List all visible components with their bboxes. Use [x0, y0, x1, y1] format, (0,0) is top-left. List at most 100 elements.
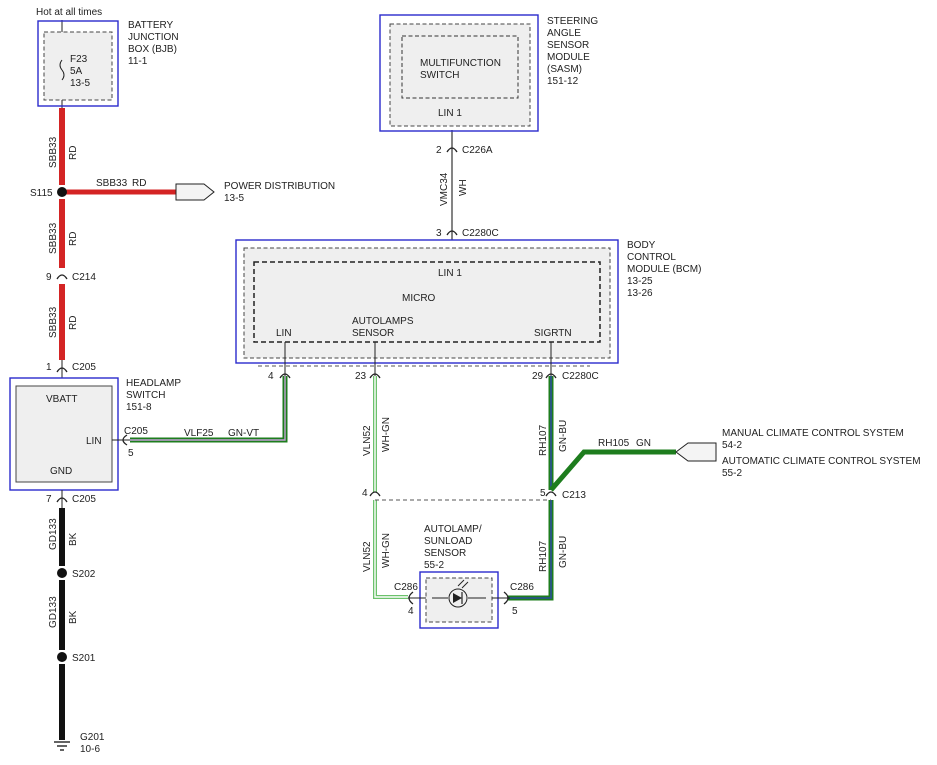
wire-label-rd-1: RD	[68, 146, 79, 160]
connector-c205-gnd-icon	[56, 497, 68, 503]
connector-c205-gnd-pin: 7	[46, 494, 52, 505]
power-distribution-label: POWER DISTRIBUTION	[224, 181, 335, 192]
splice-s201-label: S201	[72, 653, 96, 664]
autolamp-sensor-outline	[419, 571, 499, 629]
wires	[59, 20, 676, 740]
fuse-ref: 13-5	[70, 78, 90, 89]
wire-label-wh-gn-1: WH-GN	[381, 417, 392, 452]
headlamp-switch-label-2: SWITCH	[126, 390, 165, 401]
wire-label-wh-gn-2: WH-GN	[381, 533, 392, 568]
headlamp-switch-pin-gnd: GND	[50, 466, 72, 477]
bcm-pin-lin1: LIN 1	[438, 268, 462, 279]
connector-pin-23: 23	[355, 371, 367, 382]
connector-c286-right-label: C286	[510, 582, 534, 593]
connector-c214-pin: 9	[46, 272, 52, 283]
connector-c286-left-pin: 4	[408, 606, 414, 617]
headlamp-switch-box	[15, 385, 113, 483]
wire-label-wh: WH	[458, 179, 469, 196]
wire-label-gd133-1: GD133	[48, 518, 59, 550]
sasm-label-1: STEERING	[547, 16, 598, 27]
wire-vlf25-inner	[130, 376, 286, 441]
power-distribution-arrow-icon	[175, 183, 215, 201]
sasm-label-5: (SASM)	[547, 64, 582, 75]
bcm-pin-autolamps-1: AUTOLAMPS	[352, 316, 414, 327]
wire-label-bk-2: BK	[68, 610, 79, 624]
connector-c214-icon	[56, 274, 68, 280]
headlamp-switch-pin-vbatt: VBATT	[46, 394, 77, 405]
wire-label-vmc34: VMC34	[439, 172, 450, 206]
wire-label-gd133-2: GD133	[48, 596, 59, 628]
power-distribution-ref: 13-5	[224, 193, 244, 204]
multifunction-switch-box	[401, 35, 519, 99]
wire-label-rh105: RH105	[598, 438, 630, 449]
splice-pin-4: 4	[362, 488, 368, 499]
bcm-pin-autolamps-2: SENSOR	[352, 328, 394, 339]
wire-label-sbb33-2: SBB33	[48, 222, 59, 254]
splice-pin-5: 5	[540, 488, 546, 499]
wire-label-vln52-1: VLN52	[362, 425, 373, 456]
wire-label-gn-bu-1: GN-BU	[558, 420, 569, 452]
splice-c213-label: C213	[562, 490, 586, 501]
autolamp-sensor-label-1: AUTOLAMP/	[424, 524, 482, 535]
connector-c2280c-top-pin: 3	[436, 228, 442, 239]
bcm-micro-box	[253, 261, 601, 343]
hot-at-all-times-label: Hot at all times	[36, 7, 102, 18]
climate-automatic-ref: 55-2	[722, 468, 742, 479]
bcm-label-3: MODULE (BCM)	[627, 264, 701, 275]
wire-label-rd-3: RD	[68, 316, 79, 330]
bjb-fuse-box	[43, 31, 113, 101]
climate-automatic-label: AUTOMATIC CLIMATE CONTROL SYSTEM	[722, 456, 921, 467]
bjb-outline	[37, 20, 119, 107]
ground-name: G201	[80, 732, 105, 743]
climate-manual-ref: 54-2	[722, 440, 742, 451]
splice-pin-5-icon	[545, 491, 557, 497]
wire-label-sbb33-h: SBB33	[96, 178, 128, 189]
bcm-box	[243, 247, 611, 359]
connector-c205-top-pin: 1	[46, 362, 52, 373]
connector-c214-label: C214	[72, 272, 96, 283]
bcm-ref-1: 13-25	[627, 276, 653, 287]
ground-icon	[54, 741, 70, 751]
connector-pin-4: 4	[268, 371, 274, 382]
connector-c226a-icon	[446, 147, 458, 153]
connector-c226a-pin: 2	[436, 145, 442, 156]
wire-rh107-lower-core	[508, 500, 552, 599]
fuse-icon	[59, 59, 65, 81]
multifunction-switch-label-2: SWITCH	[420, 70, 459, 81]
bcm-pin-sigrtn: SIGRTN	[534, 328, 572, 339]
connector-c205-lin-pin: 5	[128, 448, 134, 459]
sasm-ref: 151-12	[547, 76, 579, 87]
wire-label-gn-vt: GN-VT	[228, 428, 259, 439]
bjb-label-2: JUNCTION	[128, 32, 179, 43]
wire-label-sbb33-3: SBB33	[48, 306, 59, 338]
bcm-ref-2: 13-26	[627, 288, 653, 299]
bcm-outline	[235, 239, 619, 364]
connector-c2280c-bottom-label: C2280C	[562, 371, 599, 382]
connector-c205-gnd-label: C205	[72, 494, 96, 505]
wire-label-vlf25: VLF25	[184, 428, 214, 439]
connector-c286-left-label: C286	[394, 582, 418, 593]
sasm-label-2: ANGLE	[547, 28, 581, 39]
connector-pin-29: 29	[532, 371, 544, 382]
wire-label-bk-1: BK	[68, 532, 79, 546]
wire-label-vln52-2: VLN52	[362, 541, 373, 572]
connector-c205-lin-label: C205	[124, 426, 148, 437]
bjb-label-3: BOX (BJB)	[128, 44, 177, 55]
splice-pin-4-icon	[369, 491, 381, 497]
sasm-label-4: MODULE	[547, 52, 590, 63]
bcm-pin-lin: LIN	[276, 328, 292, 339]
wire-label-rh107-2: RH107	[538, 540, 549, 572]
splice-s115-label: S115	[30, 188, 53, 199]
splice-s202	[57, 568, 67, 578]
bjb-label-1: BATTERY	[128, 20, 174, 31]
connector-pin-23-icon	[369, 373, 381, 379]
wire-label-sbb33-1: SBB33	[48, 136, 59, 168]
bcm-label-1: BODY	[627, 240, 656, 251]
ground-ref: 10-6	[80, 744, 100, 755]
wire-label-rh107-1: RH107	[538, 424, 549, 456]
splice-s115	[57, 187, 67, 197]
autolamp-sensor-label-2: SUNLOAD	[424, 536, 472, 547]
wire-label-gn: GN	[636, 438, 651, 449]
headlamp-switch-outline	[9, 377, 119, 491]
